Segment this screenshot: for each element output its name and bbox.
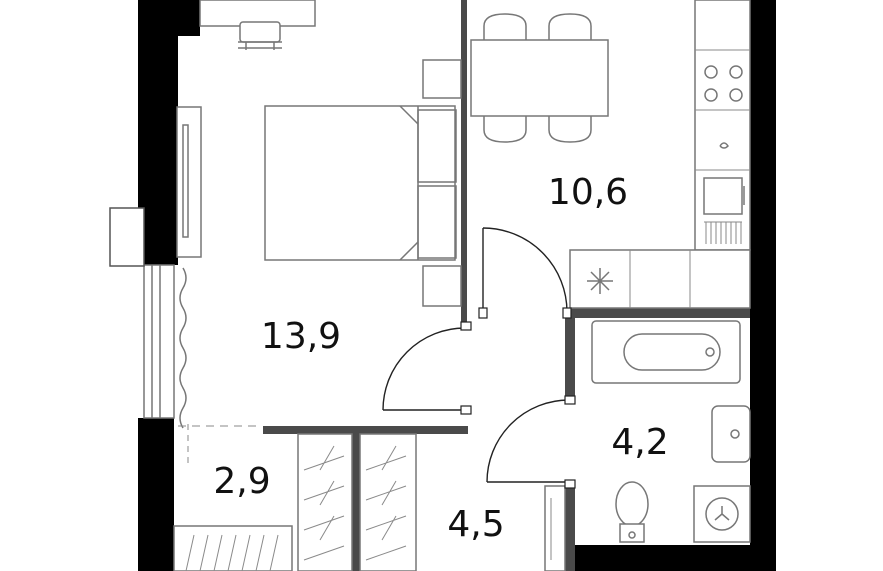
bathroom-area: 4,2 (611, 422, 668, 463)
hallway-area: 4,5 (447, 504, 504, 545)
fridge-snowflake-icon (587, 268, 613, 294)
bath-hall-partition-upper (565, 308, 575, 403)
top-left-wall-stub (174, 0, 200, 36)
tv-unit (176, 106, 202, 258)
washbasin (711, 405, 751, 463)
chair-2 (548, 13, 592, 40)
closet-divider (352, 426, 360, 571)
bedroom-hall-partition (263, 426, 468, 434)
desk (199, 0, 316, 27)
gas-valve-icon (719, 142, 729, 149)
bathtub (591, 320, 741, 384)
chair-1 (483, 13, 527, 40)
toilet (615, 481, 649, 543)
shoe-cabinet (544, 485, 566, 571)
curtain (179, 267, 187, 429)
bath-hall-partition-lower (565, 485, 575, 571)
chair-3 (483, 116, 527, 143)
bathroom-door (486, 395, 576, 489)
cooktop (704, 65, 743, 102)
tv-screen (182, 124, 189, 238)
closets (173, 433, 566, 571)
chair-4 (548, 116, 592, 143)
bedroom-furniture (176, 0, 462, 307)
kitchen-furniture (470, 0, 751, 309)
bedroom-area: 13,9 (261, 316, 341, 357)
kitchen-area: 10,6 (548, 172, 628, 213)
kitchen-door (478, 227, 572, 319)
doors (382, 227, 576, 489)
bed (264, 105, 457, 261)
window (109, 207, 262, 465)
left-wall-lower (138, 418, 174, 571)
partitions (263, 0, 750, 571)
exterior-walls (138, 0, 776, 571)
bathroom-fixtures (591, 320, 751, 543)
desk-chair (238, 21, 282, 50)
kitchen-bath-partition (565, 308, 750, 318)
bottom-right-wall (568, 545, 776, 571)
dining-table (470, 39, 609, 117)
nightstand-bottom (422, 265, 462, 307)
window-sill-box (109, 207, 145, 267)
right-wall (750, 0, 776, 571)
kitchen-sink (703, 177, 745, 244)
area-labels: 13,9 10,6 4,2 4,5 2,9 (213, 172, 668, 545)
wardrobe-area: 2,9 (213, 461, 270, 502)
nightstand-top (422, 59, 462, 99)
washing-machine (693, 485, 751, 543)
bedroom-kitchen-partition (461, 0, 467, 330)
closet-left (297, 433, 353, 571)
bedroom-door (382, 321, 472, 415)
closet-right (359, 433, 417, 571)
